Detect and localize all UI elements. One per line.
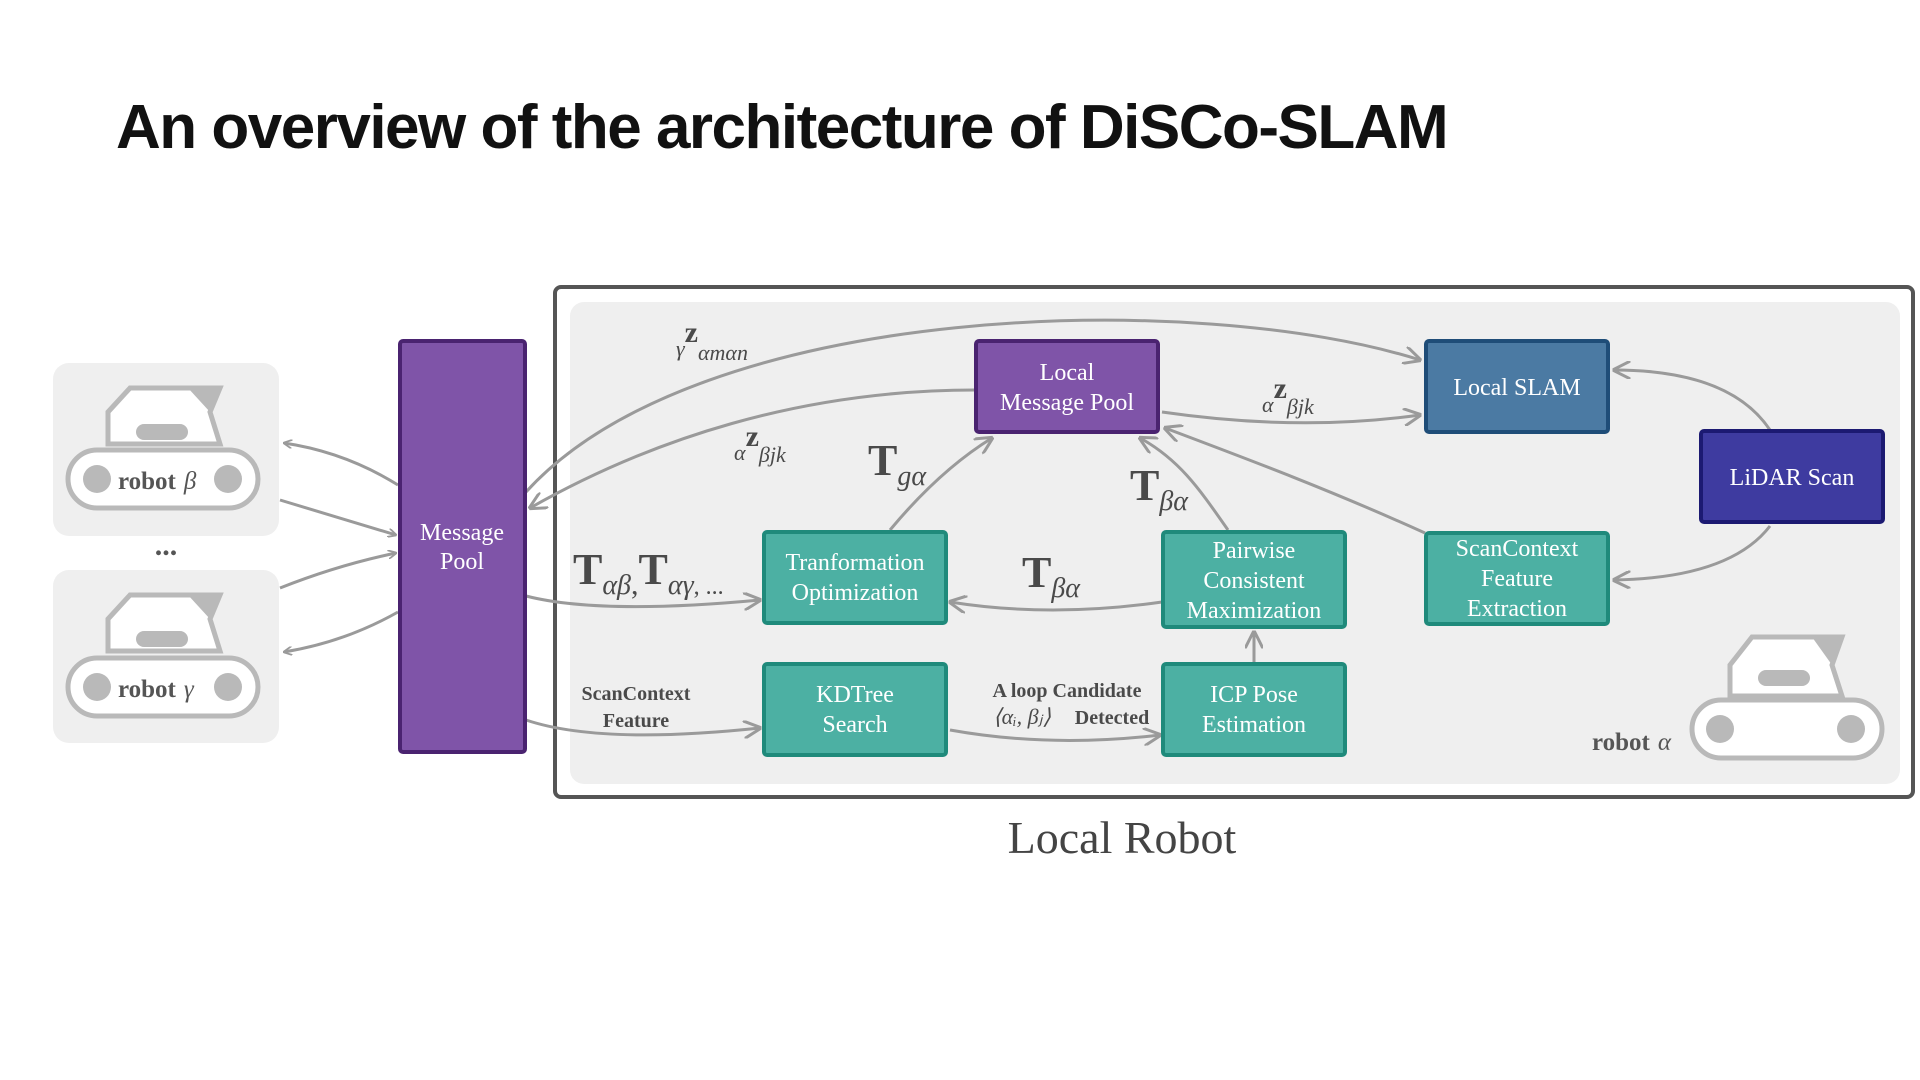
label-z-gamma: γzαmαn bbox=[676, 316, 748, 365]
svg-text:A loop Candidate: A loop Candidate bbox=[993, 680, 1142, 702]
node-local-message-pool: Local Message Pool bbox=[974, 339, 1160, 434]
robot-ellipsis: ... bbox=[155, 529, 178, 562]
internal-edges bbox=[524, 318, 1772, 740]
svg-text:Tgα: Tgα bbox=[868, 436, 927, 492]
svg-text:Consistent: Consistent bbox=[1203, 568, 1305, 594]
svg-text:Tβα: Tβα bbox=[1022, 548, 1081, 604]
local-robot-caption: Local Robot bbox=[1008, 812, 1237, 863]
svg-text:Local: Local bbox=[1040, 360, 1095, 386]
svg-text:αzβjk: αzβjk bbox=[734, 420, 787, 467]
node-icp-pose: ICP Pose Estimation bbox=[1161, 662, 1347, 757]
svg-text:αzβjk: αzβjk bbox=[1262, 372, 1315, 419]
svg-text:Estimation: Estimation bbox=[1202, 712, 1306, 738]
edge-pairwise-to-transformation bbox=[950, 602, 1163, 610]
node-transformation-optimization: Tranformation Optimization bbox=[762, 530, 948, 625]
node-message-pool: Message Pool bbox=[398, 339, 527, 754]
edge-pairwise-to-local-pool bbox=[1140, 438, 1230, 531]
svg-text:Detected: Detected bbox=[1075, 707, 1149, 729]
svg-text:Maximization: Maximization bbox=[1187, 598, 1322, 624]
node-kdtree-search: KDTree Search bbox=[762, 662, 948, 757]
svg-text:Optimization: Optimization bbox=[792, 580, 919, 606]
node-scancontext-extraction: ScanContext Feature Extraction bbox=[1424, 531, 1610, 626]
label-t-beta-alpha-mid: Tβα bbox=[1022, 548, 1081, 604]
label-z-alpha-right: αzβjk bbox=[1262, 372, 1315, 419]
svg-text:Tαβ,Tαγ, ...: Tαβ,Tαγ, ... bbox=[573, 545, 724, 601]
svg-text:Pool: Pool bbox=[440, 549, 484, 575]
node-lidar-scan: LiDAR Scan bbox=[1699, 429, 1885, 524]
edge-gamma-to-pool bbox=[279, 553, 396, 590]
robot-beta-icon bbox=[65, 385, 261, 511]
robot-gamma-icon bbox=[65, 592, 261, 719]
edge-pool-to-kdtree bbox=[525, 718, 760, 735]
svg-text:Feature: Feature bbox=[1481, 566, 1553, 592]
svg-text:Message: Message bbox=[420, 520, 504, 546]
label-t-g-alpha: Tgα bbox=[868, 436, 927, 492]
svg-text:⟨αᵢ, βⱼ⟩: ⟨αᵢ, βⱼ⟩ bbox=[993, 704, 1051, 729]
remote-edges bbox=[279, 443, 399, 652]
robot-alpha-icon bbox=[1689, 634, 1885, 761]
edge-local-pool-to-pool bbox=[530, 388, 976, 508]
edge-kdtree-to-icp bbox=[949, 730, 1160, 740]
svg-text:γzαmαn: γzαmαn bbox=[676, 316, 748, 365]
svg-text:Extraction: Extraction bbox=[1467, 596, 1567, 622]
svg-text:Tranformation: Tranformation bbox=[785, 550, 924, 576]
label-z-alpha-left: αzβjk bbox=[734, 420, 787, 467]
edge-extraction-to-local-pool bbox=[1165, 428, 1426, 535]
svg-text:KDTree: KDTree bbox=[816, 682, 894, 708]
label-loop-candidate: A loop Candidate ⟨αᵢ, βⱼ⟩ Detected bbox=[993, 680, 1150, 729]
edge-beta-to-pool bbox=[279, 498, 396, 535]
label-t-alpha-beta: Tαβ,Tαγ, ... bbox=[573, 545, 724, 601]
svg-text:ScanContext: ScanContext bbox=[1456, 536, 1579, 562]
edge-pool-to-local-slam bbox=[524, 318, 1420, 494]
node-local-slam: Local SLAM bbox=[1424, 339, 1610, 434]
slide-title: An overview of the architecture of DiSCo… bbox=[116, 93, 1449, 162]
svg-text:ScanContext: ScanContext bbox=[582, 683, 691, 705]
label-scancontext-feature: ScanContext Feature bbox=[582, 683, 691, 732]
node-pairwise-consistent: Pairwise Consistent Maximization bbox=[1161, 530, 1347, 629]
edge-pool-to-beta bbox=[284, 443, 399, 487]
svg-text:Feature: Feature bbox=[603, 710, 669, 732]
svg-text:Pairwise: Pairwise bbox=[1213, 538, 1296, 564]
svg-text:Local SLAM: Local SLAM bbox=[1453, 375, 1580, 401]
edge-local-pool-to-local-slam bbox=[1161, 412, 1420, 423]
label-t-beta-alpha-up: Tβα bbox=[1130, 461, 1189, 517]
svg-text:Message Pool: Message Pool bbox=[1000, 390, 1134, 416]
edge-transformation-to-local-pool bbox=[888, 438, 992, 531]
svg-text:Search: Search bbox=[822, 712, 887, 738]
edge-pool-to-transformation bbox=[525, 596, 760, 607]
edge-pool-to-gamma bbox=[284, 610, 399, 652]
svg-text:Tβα: Tβα bbox=[1130, 461, 1189, 517]
edge-lidar-to-extraction bbox=[1614, 525, 1772, 580]
svg-text:ICP Pose: ICP Pose bbox=[1210, 682, 1298, 708]
edge-lidar-to-local-slam bbox=[1614, 370, 1772, 431]
svg-text:LiDAR Scan: LiDAR Scan bbox=[1730, 465, 1855, 491]
